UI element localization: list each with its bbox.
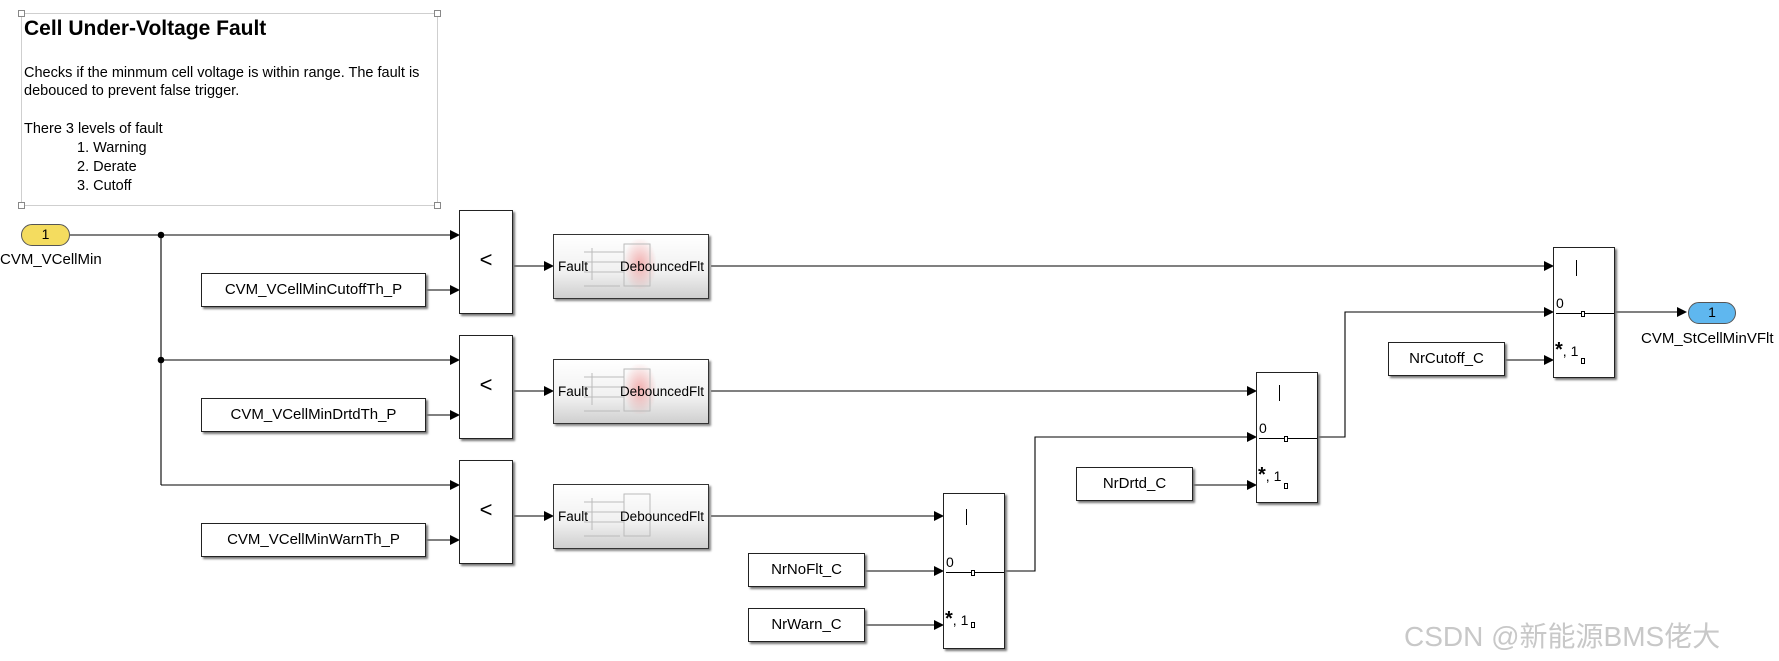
port-label-fault: Fault (558, 509, 589, 524)
port-label-debouncedflt: DebouncedFlt (619, 259, 704, 274)
annotation-level-cutoff: 3. Cutoff (77, 178, 132, 194)
resize-handle-bottom-right[interactable] (434, 202, 441, 209)
branch-point-top (157, 231, 165, 239)
resize-handle-top-left[interactable] (18, 10, 25, 17)
switch-port-true-label: *, 1 (1555, 339, 1579, 361)
const-derate-threshold[interactable]: CVM_VCellMinDrtdTh_P (201, 398, 426, 432)
switch-control-bar (1279, 385, 1280, 401)
const-nrwarn[interactable]: NrWarn_C (748, 608, 865, 642)
switch-pass-line (1259, 438, 1317, 439)
switch-port-false-label: 0 (1556, 295, 1564, 311)
switch-port-true-label: *, 1 (1258, 464, 1282, 486)
outport-name: CVM_StCellMinVFlt (1641, 330, 1774, 347)
annotation-title: Cell Under-Voltage Fault (24, 17, 267, 40)
branch-point-mid (157, 356, 165, 364)
port-label-fault: Fault (558, 384, 589, 399)
switch-pass-line (1556, 313, 1614, 314)
highlight-glow (624, 364, 656, 414)
switch-tick (1581, 311, 1585, 317)
port-label-fault: Fault (558, 259, 589, 274)
subsystem-glyph-icon (584, 243, 651, 287)
annotation-description: Checks if the minmum cell voltage is wit… (24, 65, 420, 99)
port-label-debouncedflt: DebouncedFlt (619, 509, 704, 524)
switch-warn-block[interactable]: 0 *, 1 (943, 493, 1005, 649)
compare-cutoff-block[interactable]: < (459, 210, 513, 314)
compare-warn-block[interactable]: < (459, 460, 513, 564)
debounce-subsystem-warn[interactable]: Fault DebouncedFlt (553, 484, 709, 549)
subsystem-glyph-icon (584, 368, 651, 412)
port-label-debouncedflt: DebouncedFlt (619, 384, 704, 399)
debounce-subsystem-cutoff[interactable]: Fault DebouncedFlt (553, 234, 709, 299)
annotation-level-derate: 2. Derate (77, 159, 137, 175)
switch-derate-block[interactable]: 0 *, 1 (1256, 372, 1318, 503)
switch-tick (1581, 358, 1585, 364)
highlight-glow (624, 239, 656, 289)
switch-pass-line (946, 572, 1004, 573)
compare-derate-block[interactable]: < (459, 335, 513, 439)
line-switch1-to-switch2 (1005, 432, 1257, 572)
subsystem-glyph-icon (584, 493, 651, 537)
switch-tick (1284, 436, 1288, 442)
const-nonoflt[interactable]: NrNoFlt_C (748, 553, 865, 587)
annotation-levels-title: There 3 levels of fault (24, 121, 163, 137)
debounce-subsystem-derate[interactable]: Fault DebouncedFlt (553, 359, 709, 424)
switch-port-false-label: 0 (1259, 420, 1267, 436)
switch-tick (1284, 483, 1288, 489)
const-nrcutoff[interactable]: NrCutoff_C (1388, 342, 1505, 376)
switch-port-true-label: *, 1 (945, 608, 969, 630)
const-cutoff-threshold[interactable]: CVM_VCellMinCutoffTh_P (201, 273, 426, 307)
annotation-box[interactable]: Cell Under-Voltage Fault Checks if the m… (18, 10, 441, 209)
switch-control-bar (1576, 260, 1577, 276)
line-switch2-to-switch3 (1318, 307, 1554, 438)
switch-tick (971, 622, 975, 628)
resize-handle-top-right[interactable] (434, 10, 441, 17)
switch-tick (971, 570, 975, 576)
annotation-level-warning: 1. Warning (77, 140, 147, 156)
switch-port-false-label: 0 (946, 554, 954, 570)
outport-block[interactable]: 1 (1688, 302, 1736, 324)
inport-name: CVM_VCellMin (0, 251, 102, 268)
const-warn-threshold[interactable]: CVM_VCellMinWarnTh_P (201, 523, 426, 557)
inport-block[interactable]: 1 (21, 224, 70, 246)
switch-cutoff-block[interactable]: 0 *, 1 (1553, 247, 1615, 378)
resize-handle-bottom-left[interactable] (18, 202, 25, 209)
const-nrdrtd[interactable]: NrDrtd_C (1076, 467, 1193, 501)
switch-control-bar (966, 509, 967, 525)
watermark-text: CSDN @新能源BMS佬大 (1404, 621, 1721, 652)
